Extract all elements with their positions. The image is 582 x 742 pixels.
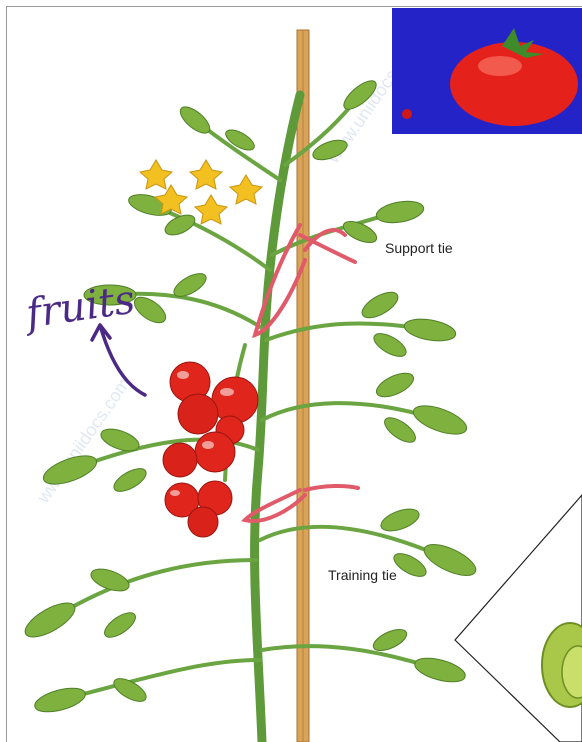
corner-diagram (455, 495, 582, 742)
annotation-arrow (92, 325, 145, 395)
tomato-photo-inset (392, 8, 582, 134)
tomato-cluster (163, 362, 258, 537)
support-tie-label: Support tie (385, 240, 453, 256)
tomato-photo (392, 8, 582, 134)
training-tie-label: Training tie (328, 567, 397, 583)
